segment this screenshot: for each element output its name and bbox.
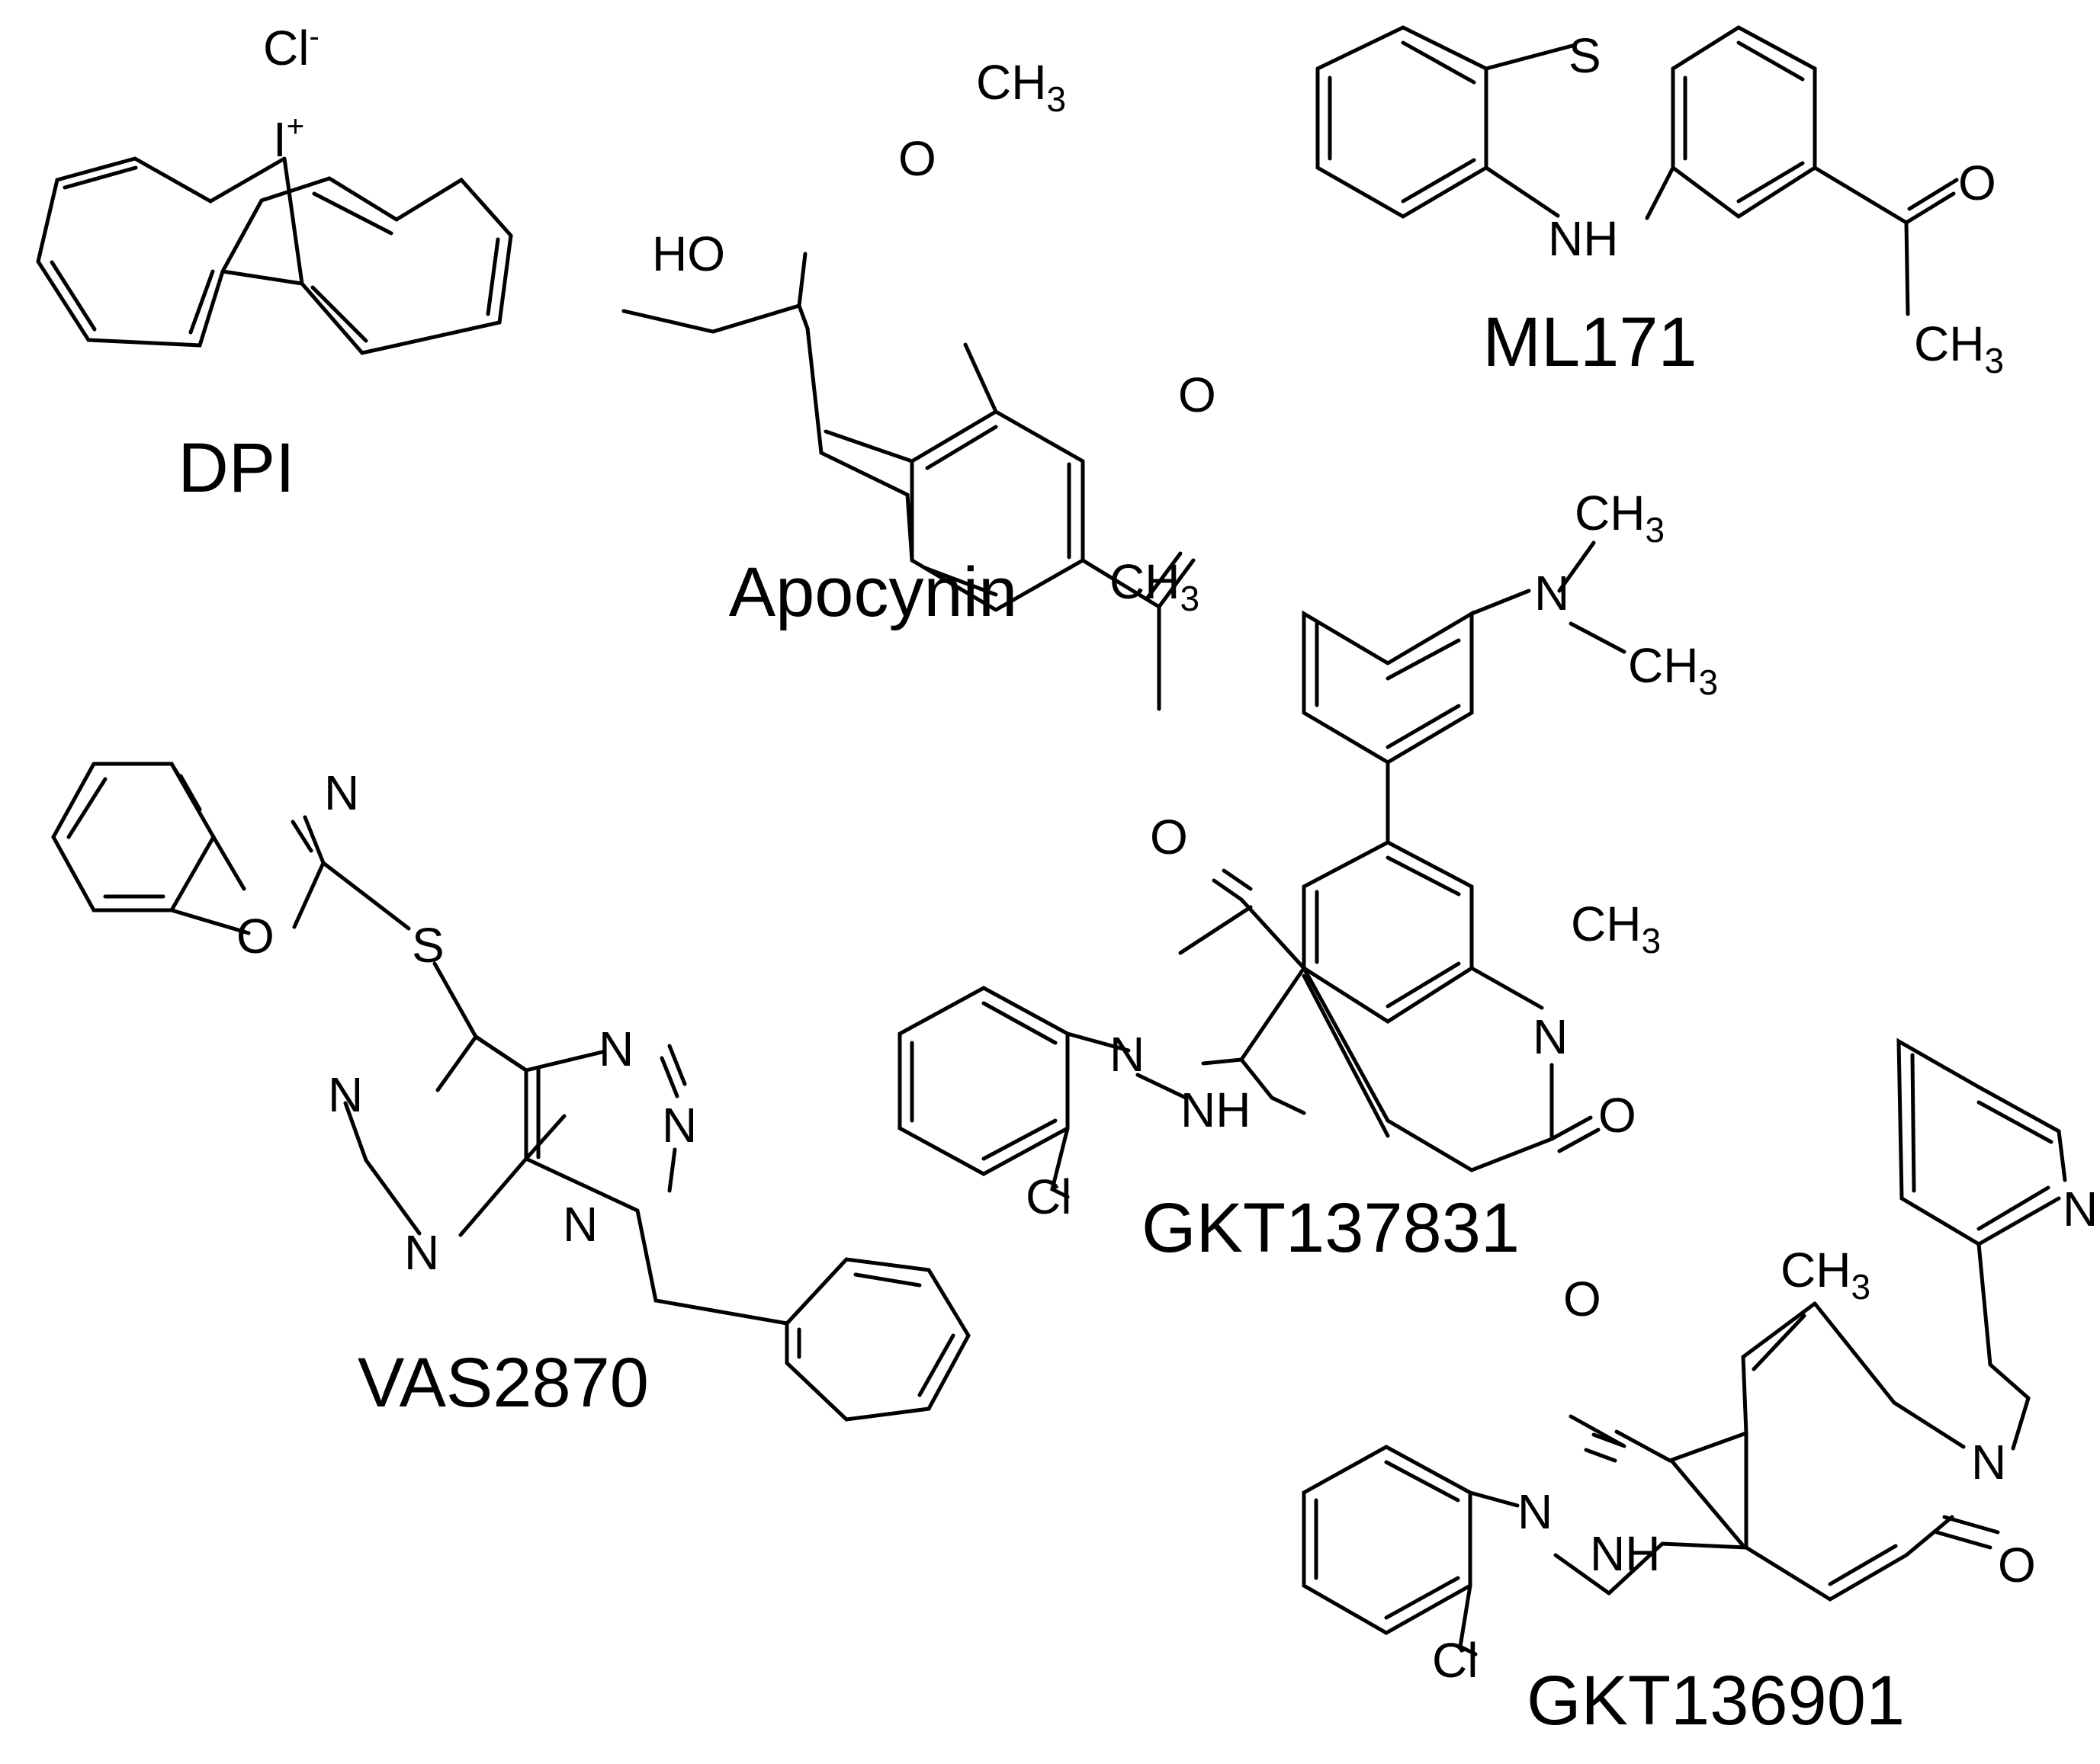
vas2870-pyrimidine-n2: N bbox=[404, 1225, 439, 1280]
apocynin-methyl-bottom: CH3 bbox=[1109, 554, 1199, 618]
apocynin-methoxy-oxygen: O bbox=[898, 131, 936, 186]
ml171-carbonyl-oxygen: O bbox=[1958, 156, 1996, 210]
vas2870-bonds bbox=[51, 762, 971, 1422]
gkt137831-pyrazole-n: N bbox=[1109, 1027, 1145, 1082]
vas2870-label: VAS2870 bbox=[358, 1344, 649, 1422]
ml171-amine: NH bbox=[1548, 211, 1618, 266]
ml171-structure: S NH O CH3 ML171 bbox=[1315, 25, 2004, 381]
gkt137831-ring-methyl: CH3 bbox=[1571, 896, 1661, 961]
ml171-label: ML171 bbox=[1482, 303, 1697, 381]
gkt136901-label: GKT136901 bbox=[1527, 1662, 1905, 1740]
gkt136901-pyrazole-n: N bbox=[1517, 1484, 1553, 1539]
vas2870-triazole-n3: N bbox=[563, 1197, 598, 1252]
gkt137831-n-methyl-1: CH3 bbox=[1575, 486, 1665, 550]
vas2870-structure: N O S N N N N N VAS2870 bbox=[51, 762, 971, 1422]
gkt137831-pyrazole-nh: NH bbox=[1180, 1082, 1251, 1137]
ml171-methyl: CH3 bbox=[1914, 316, 2004, 380]
gkt136901-bonds bbox=[1302, 1038, 2067, 1657]
vas2870-benzoxazole-o: O bbox=[236, 909, 275, 964]
vas2870-triazole-n1: N bbox=[599, 1022, 634, 1076]
apocynin-bonds bbox=[621, 252, 1196, 711]
gkt137831-bonds bbox=[897, 540, 1626, 1199]
gkt137831-chlorine: Cl bbox=[1026, 1169, 1071, 1224]
vas2870-benzoxazole-n: N bbox=[324, 765, 359, 820]
gkt136901-structure: N CH3 O N NH N O Cl GKT136901 bbox=[1302, 1038, 2098, 1740]
gkt136901-pyridone-n: N bbox=[1971, 1435, 2006, 1490]
gkt136901-pyridine-n: N bbox=[2063, 1182, 2098, 1236]
dpi-chloride: Cl- bbox=[263, 20, 319, 75]
apocynin-carbonyl-oxygen: O bbox=[1178, 367, 1216, 422]
gkt137831-dimethylamine-n: N bbox=[1534, 566, 1569, 621]
dpi-label: DPI bbox=[178, 429, 294, 507]
gkt136901-lactam-oxygen: O bbox=[1998, 1538, 2036, 1592]
gkt137831-ketone-oxygen: O bbox=[1150, 810, 1188, 864]
dpi-iodine: I+ bbox=[273, 110, 304, 167]
gkt136901-chlorine: Cl bbox=[1432, 1633, 1478, 1688]
vas2870-triazole-n2: N bbox=[662, 1098, 697, 1153]
gkt137831-structure: CH3 N CH3 O N NH N CH3 O Cl GKT137831 bbox=[897, 486, 1718, 1267]
apocynin-hydroxy: HO bbox=[652, 226, 725, 281]
gkt136901-pyrazole-nh: NH bbox=[1590, 1526, 1660, 1581]
ml171-bonds bbox=[1315, 25, 1959, 316]
dpi-bonds bbox=[36, 156, 513, 355]
vas2870-thioether-s: S bbox=[412, 918, 445, 973]
apocynin-structure: O CH3 HO O CH3 Apocynin bbox=[621, 55, 1216, 711]
ml171-sulfur: S bbox=[1569, 28, 1601, 83]
apocynin-methyl-top: CH3 bbox=[976, 55, 1066, 119]
gkt137831-label: GKT137831 bbox=[1142, 1189, 1520, 1267]
gkt136901-ketone-oxygen: O bbox=[1563, 1272, 1601, 1326]
gkt137831-pyridone-n: N bbox=[1533, 1009, 1568, 1064]
dpi-structure: Cl- I+ DPI bbox=[36, 20, 513, 507]
vas2870-pyrimidine-n1: N bbox=[328, 1067, 363, 1122]
gkt137831-lactam-oxygen: O bbox=[1598, 1088, 1636, 1143]
apocynin-label: Apocynin bbox=[729, 553, 1017, 631]
gkt137831-n-methyl-2: CH3 bbox=[1628, 638, 1718, 702]
gkt136901-ring-methyl: CH3 bbox=[1781, 1243, 1870, 1307]
